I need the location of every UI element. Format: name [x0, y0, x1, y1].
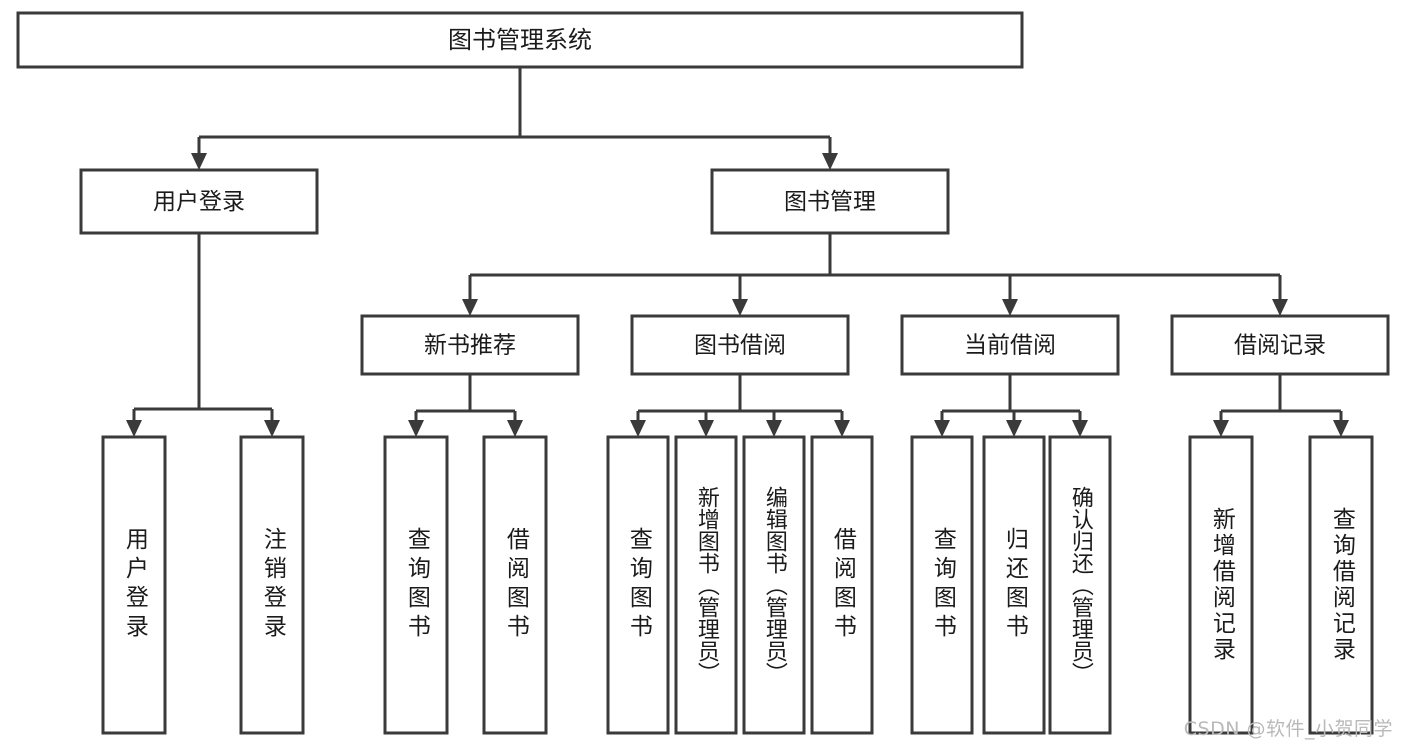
leaf-box-0[interactable] [101, 435, 167, 735]
leaf-box-4[interactable] [606, 435, 670, 735]
l3-2-to-leaf-0-arrowhead [934, 420, 950, 437]
leaf-box-10[interactable] [1048, 435, 1112, 735]
leaf-box-12[interactable] [1308, 435, 1374, 735]
csdn-watermark: CSDN @软件_小贺同学 [1183, 718, 1393, 740]
l3-1-to-leaf-2-arrowhead [766, 420, 782, 437]
l3-3-to-leaf-1-arrowhead [1333, 420, 1349, 437]
l3-1-to-leaf-3-arrowhead [834, 420, 850, 437]
leaf-box-5[interactable] [674, 435, 738, 735]
level3-box-2[interactable] [900, 314, 1120, 376]
leaf-box-8[interactable] [910, 435, 974, 735]
leaf-box-6[interactable] [742, 435, 806, 735]
leaf-box-11[interactable] [1188, 435, 1254, 735]
level2-to-level3-2-arrowhead [1002, 299, 1018, 316]
connector-lines-layer [126, 67, 1349, 437]
leaf-box-1[interactable] [239, 435, 305, 735]
leaf-box-9[interactable] [982, 435, 1046, 735]
level2-to-level3-1-arrowhead [732, 299, 748, 316]
level3-label-3: 借阅记录 [1234, 333, 1326, 359]
login-to-leaf-1-arrowhead [264, 420, 280, 437]
level3-label-1: 图书借阅 [694, 333, 786, 359]
level3-box-0[interactable] [360, 314, 580, 376]
level2-label-0: 用户登录 [153, 189, 245, 215]
root-to-level2-0-arrowhead [191, 153, 207, 170]
leaf-box-7[interactable] [810, 435, 874, 735]
l3-2-to-leaf-2-arrowhead [1072, 420, 1088, 437]
level2-box-0[interactable] [79, 168, 319, 235]
leaf-box-2[interactable] [383, 435, 449, 735]
login-to-leaf-0-arrowhead [126, 420, 142, 437]
root-box-0[interactable] [16, 11, 1024, 69]
node-boxes-layer [16, 11, 1390, 735]
l3-1-to-leaf-0-arrowhead [630, 420, 646, 437]
l3-0-to-leaf-0-arrowhead [408, 420, 424, 437]
root-to-level2-1-arrowhead [822, 153, 838, 170]
l3-0-to-leaf-1-arrowhead [507, 420, 523, 437]
level2-to-level3-0-arrowhead [462, 299, 478, 316]
root-label-0: 图书管理系统 [448, 26, 592, 54]
level2-label-1: 图书管理 [784, 189, 876, 215]
level2-to-level3-3-arrowhead [1272, 299, 1288, 316]
l3-2-to-leaf-1-arrowhead [1006, 420, 1022, 437]
level3-label-0: 新书推荐 [424, 333, 516, 359]
leaf-box-3[interactable] [482, 435, 548, 735]
level3-label-2: 当前借阅 [964, 333, 1056, 359]
l3-3-to-leaf-0-arrowhead [1213, 420, 1229, 437]
l3-1-to-leaf-1-arrowhead [698, 420, 714, 437]
